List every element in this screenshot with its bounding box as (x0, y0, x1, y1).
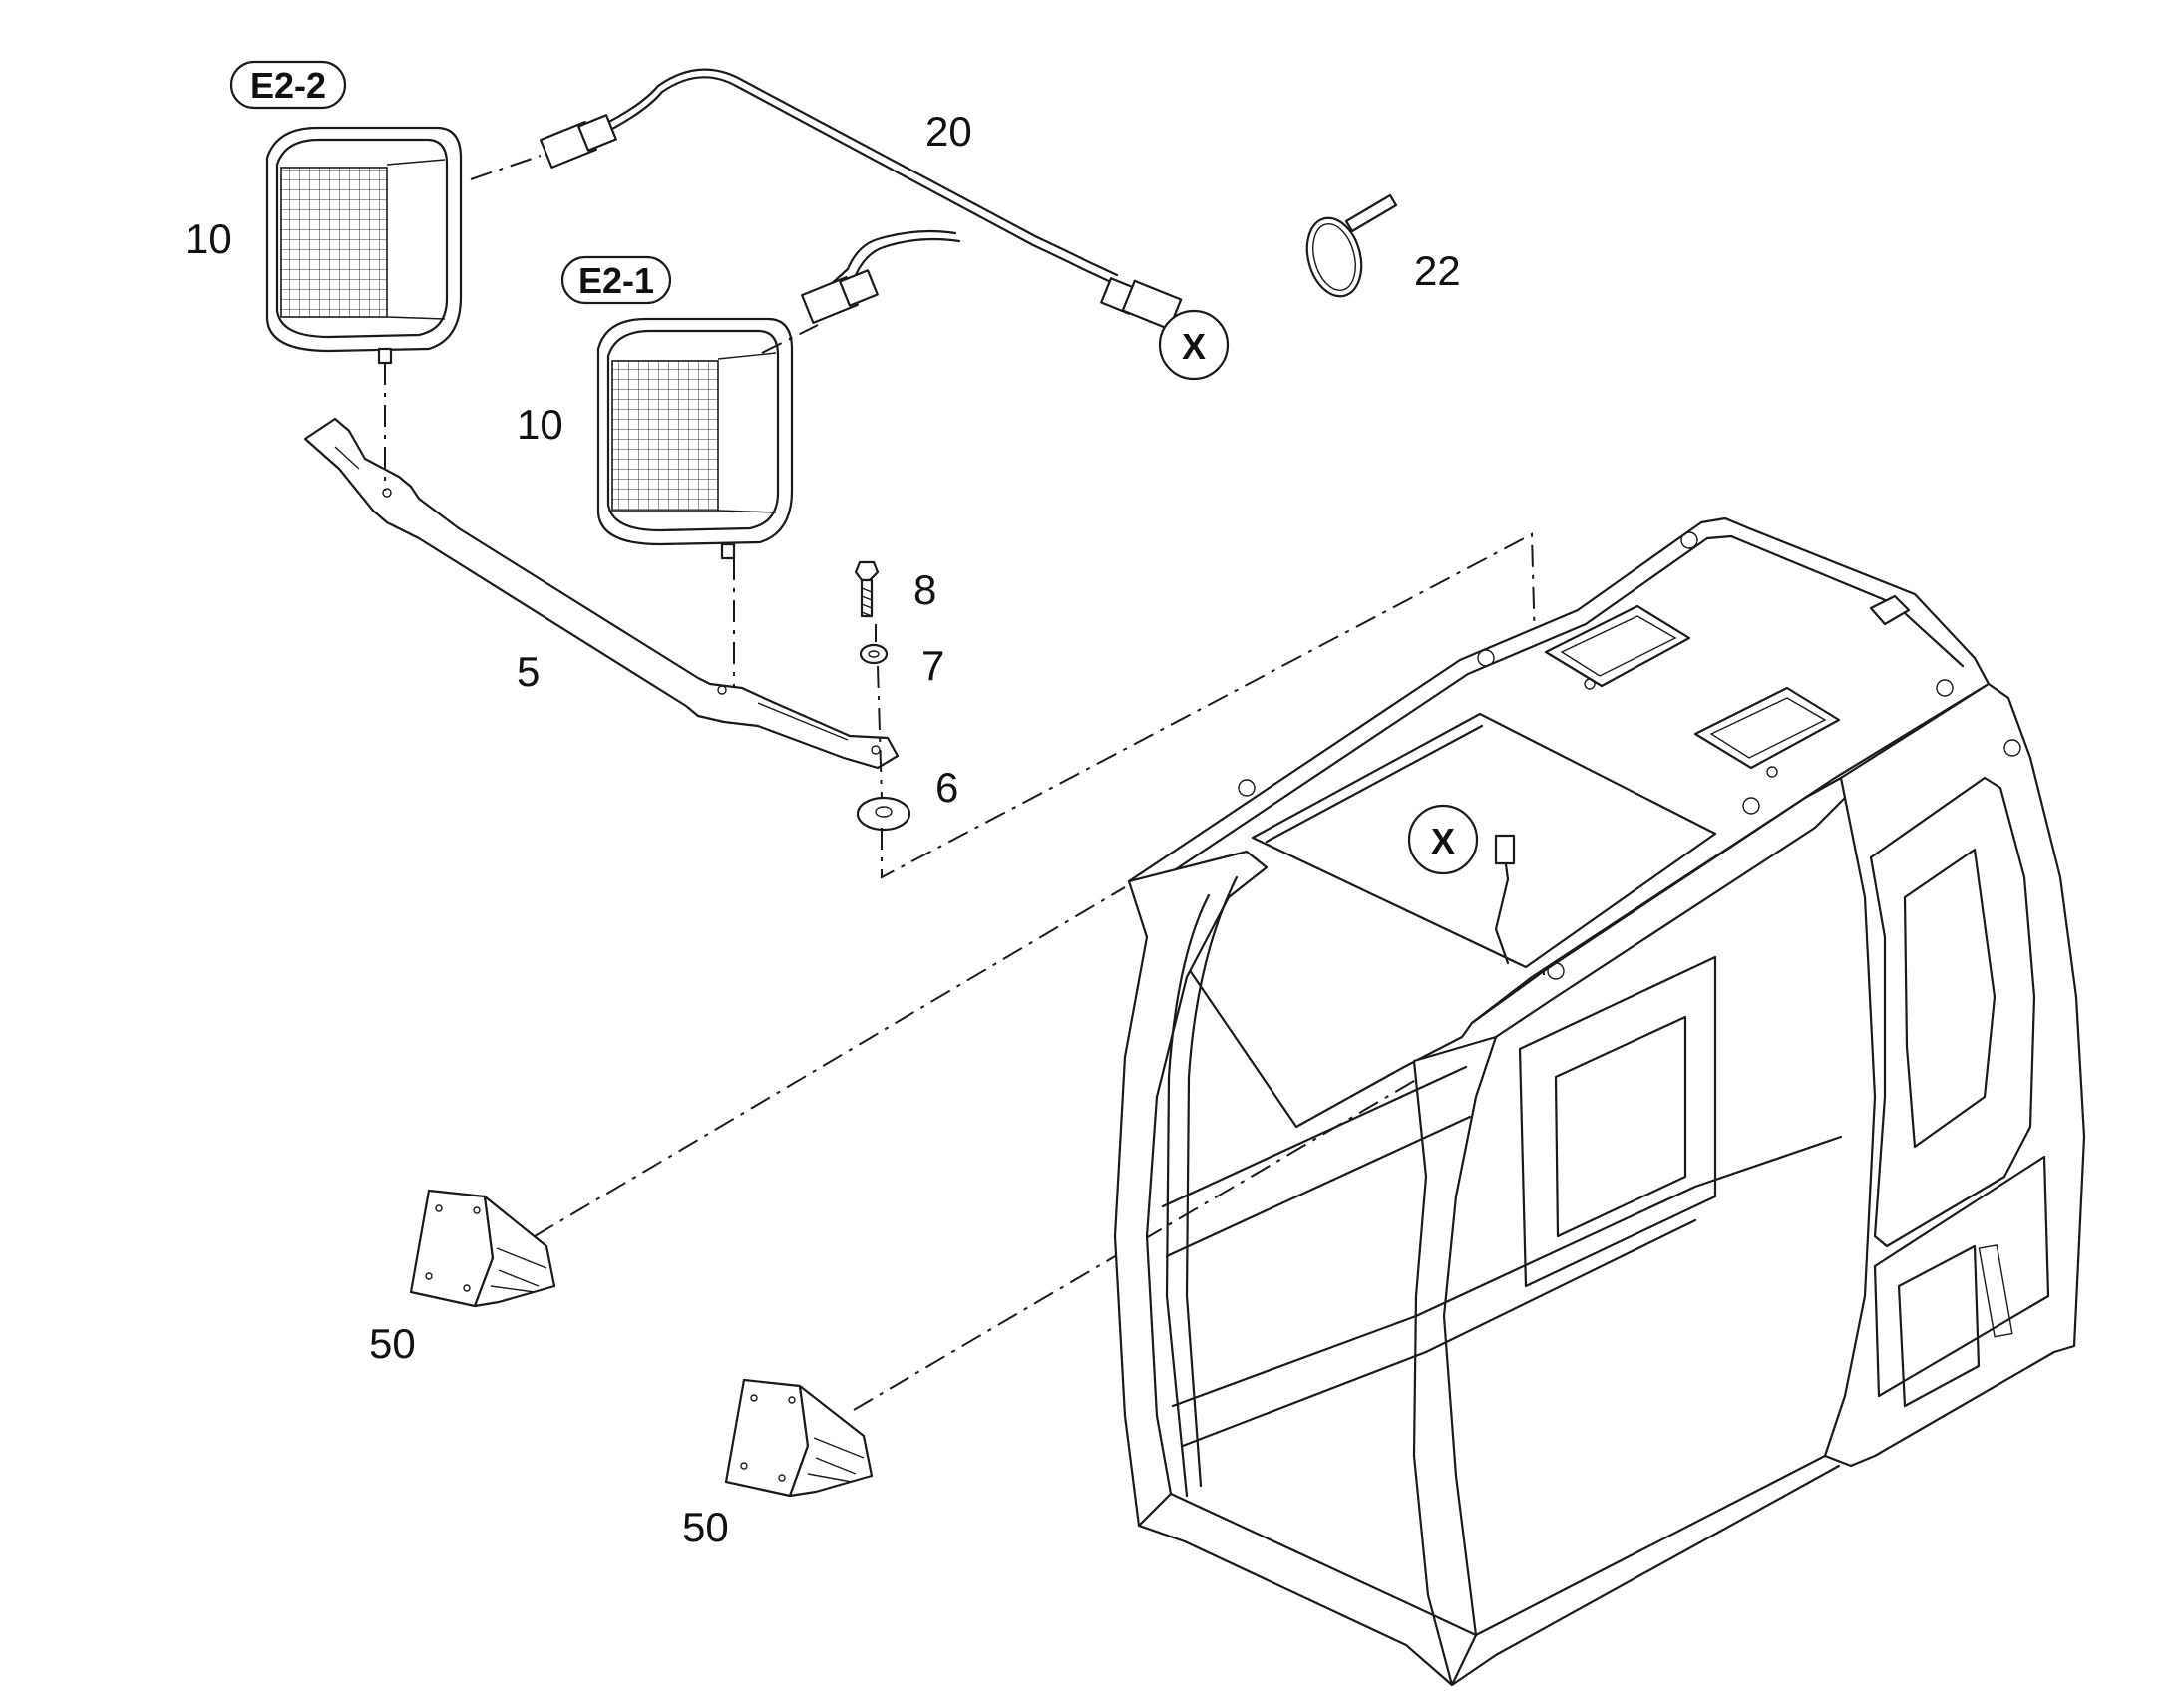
work-lamp-e2-1 (596, 317, 794, 560)
mounting-bracket (303, 417, 900, 770)
deflector-upper (409, 1189, 556, 1308)
part-label-50-upper: 50 (369, 1320, 416, 1367)
deflector-lower (724, 1378, 874, 1498)
callout-x-harness: X (1158, 309, 1230, 381)
part-label-20: 20 (925, 108, 972, 155)
part-label-10-lower: 10 (517, 401, 563, 448)
part-label-5: 5 (517, 648, 540, 695)
callout-x-cab: X (1407, 804, 1479, 875)
callout-e2-1: E2-1 (560, 255, 672, 305)
part-label-7: 7 (921, 642, 944, 689)
callout-e2-1-text: E2-1 (578, 260, 654, 301)
washer-large (856, 796, 911, 832)
operator-cab (1113, 516, 2086, 1687)
callout-e2-2-text: E2-2 (250, 65, 326, 106)
part-label-8: 8 (913, 566, 936, 613)
callout-x-cab-text: X (1431, 821, 1455, 861)
washer-small (859, 643, 889, 665)
roof-bolts (1238, 531, 2021, 980)
cable-tie (1305, 193, 1398, 298)
part-label-22: 22 (1414, 247, 1461, 294)
work-lamp-e2-2 (265, 126, 463, 365)
bolt (854, 560, 880, 618)
callout-x-harness-text: X (1182, 326, 1206, 367)
wire-harness (540, 68, 1183, 331)
callout-e2-2: E2-2 (229, 60, 347, 110)
part-label-50-lower: 50 (682, 1504, 729, 1550)
part-label-10-upper: 10 (185, 215, 232, 262)
part-label-6: 6 (935, 764, 958, 811)
